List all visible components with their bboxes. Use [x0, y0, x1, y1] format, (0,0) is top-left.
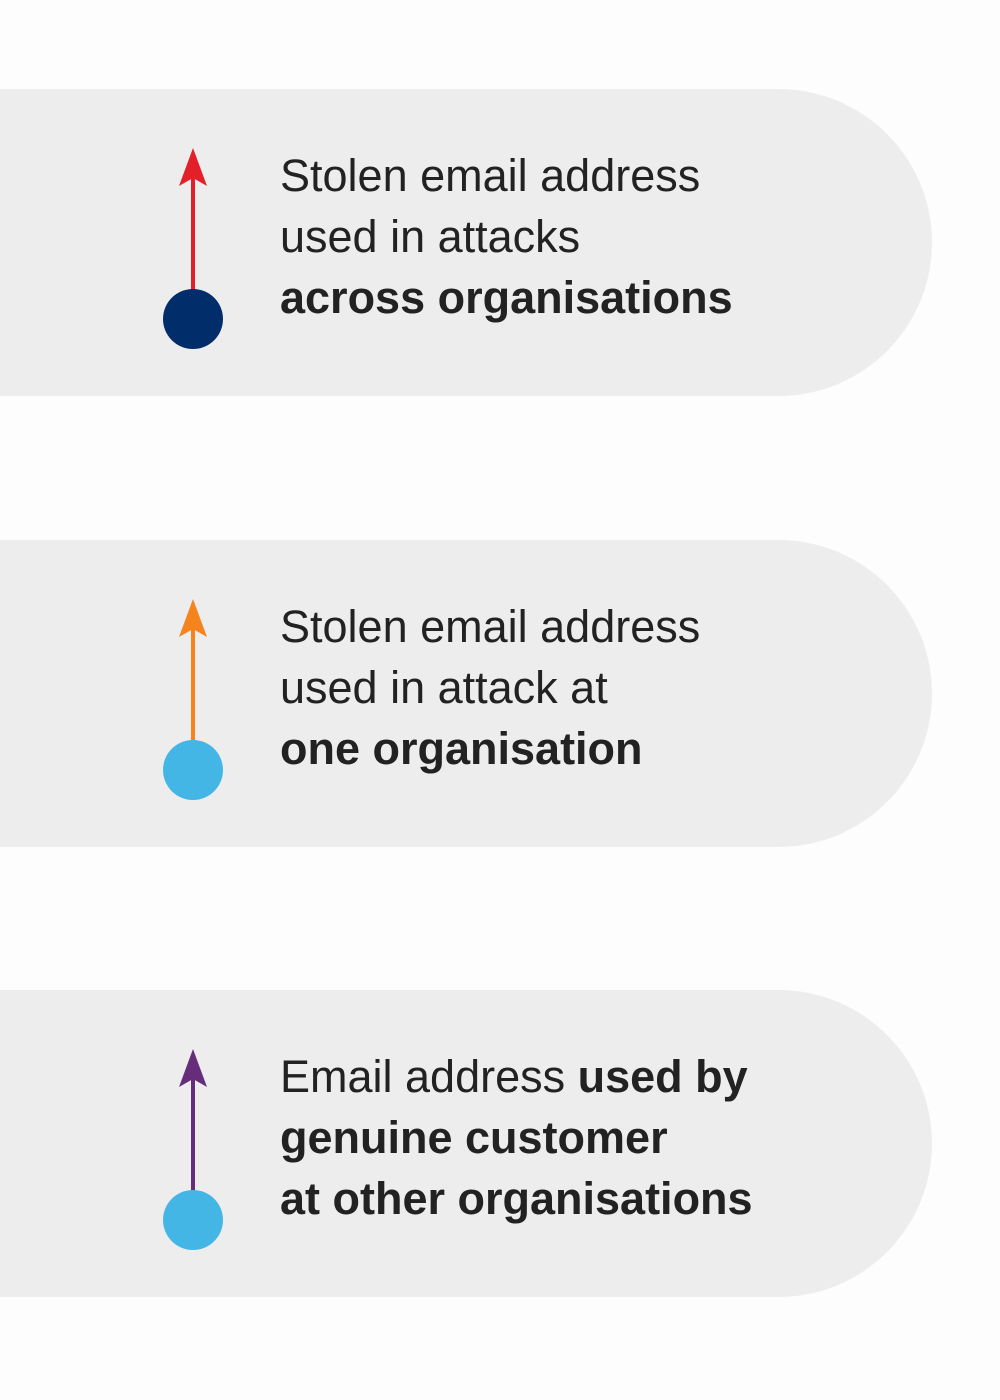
label-line: used in attacks	[280, 206, 900, 267]
arrow-dot-marker	[160, 1045, 226, 1255]
dot-marker	[163, 1190, 223, 1250]
label-line: Email address used by	[280, 1046, 900, 1107]
label-line: at other organisations	[280, 1168, 900, 1229]
label-text: Email address	[280, 1051, 578, 1102]
label-line: genuine customer	[280, 1107, 900, 1168]
label-text-bold: genuine customer	[280, 1112, 668, 1163]
arrow-head	[179, 1049, 207, 1087]
arrow-head	[179, 148, 207, 186]
legend-card-one-organisation: Stolen email address used in attack at o…	[0, 540, 932, 847]
legend-label: Email address used by genuine customer a…	[280, 1046, 900, 1229]
legend-label: Stolen email address used in attacks acr…	[280, 145, 900, 328]
legend-card-genuine-customer: Email address used by genuine customer a…	[0, 990, 932, 1297]
dot-marker	[163, 289, 223, 349]
label-line: Stolen email address	[280, 596, 900, 657]
label-line: across organisations	[280, 267, 900, 328]
label-text: Stolen email address	[280, 150, 701, 201]
label-line: Stolen email address	[280, 145, 900, 206]
label-line: used in attack at	[280, 657, 900, 718]
label-text-bold: across organisations	[280, 272, 733, 323]
arrow-dot-icon	[163, 148, 223, 349]
label-text: Stolen email address	[280, 601, 701, 652]
label-text-bold: used by	[577, 1051, 748, 1102]
label-text: used in attack at	[280, 662, 608, 713]
arrow-dot-icon	[163, 1049, 223, 1250]
dot-marker	[163, 740, 223, 800]
legend-label: Stolen email address used in attack at o…	[280, 596, 900, 779]
arrow-dot-marker	[160, 595, 226, 805]
label-text-bold: one organisation	[280, 723, 643, 774]
label-text: used in attacks	[280, 211, 581, 262]
arrow-dot-icon	[163, 599, 223, 800]
legend-card-across-organisations: Stolen email address used in attacks acr…	[0, 89, 932, 396]
arrow-head	[179, 599, 207, 637]
label-line: one organisation	[280, 718, 900, 779]
label-text-bold: at other organisations	[280, 1173, 753, 1224]
arrow-dot-marker	[160, 144, 226, 354]
